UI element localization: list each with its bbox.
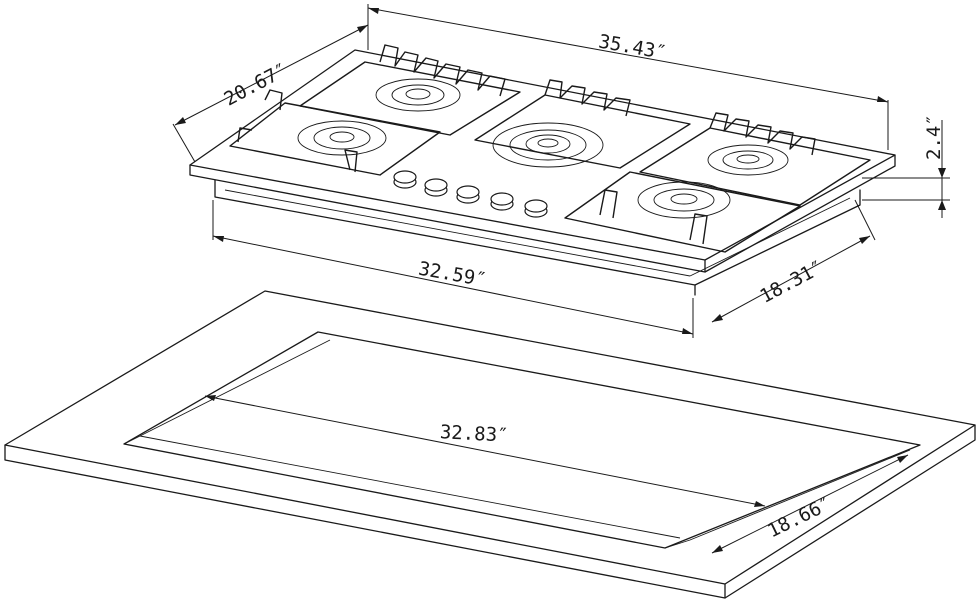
body-depth-label: 18.31″	[756, 256, 827, 308]
knob-2[interactable]	[424, 178, 448, 197]
countertop	[4, 290, 976, 599]
grate-rear-right	[639, 127, 871, 206]
grate-front-right	[564, 171, 801, 253]
body-depth-dimension: 18.31″	[711, 199, 876, 323]
burner-rear-left	[375, 78, 461, 112]
burner-center	[492, 122, 604, 168]
cutout-width-dimension: 32.83″	[204, 395, 766, 507]
burner-rear-right	[707, 144, 789, 176]
cutout-depth-dimension: 18.66″	[711, 454, 909, 554]
cooktop-body-front	[214, 179, 696, 296]
knob-5[interactable]	[524, 199, 548, 218]
grate-rear-left	[299, 61, 521, 136]
burner-front-right	[637, 181, 731, 219]
cooktop-top-surface	[189, 49, 896, 261]
body-width-dimension: 32.59″	[212, 200, 694, 338]
cooktop	[189, 44, 896, 296]
burner-front-left	[297, 120, 387, 156]
control-knobs	[393, 170, 548, 218]
grate-center	[474, 94, 691, 169]
height-dimension: 2.4″	[862, 114, 950, 218]
knob-1[interactable]	[393, 170, 417, 189]
total-width-label: 35.43″	[597, 31, 668, 65]
height-label: 2.4″	[923, 114, 945, 160]
grate-front-left	[229, 102, 441, 176]
cutout-width-label: 32.83″	[439, 421, 509, 447]
body-width-label: 32.59″	[417, 258, 488, 292]
knob-3[interactable]	[456, 185, 480, 204]
knob-4[interactable]	[490, 192, 514, 211]
